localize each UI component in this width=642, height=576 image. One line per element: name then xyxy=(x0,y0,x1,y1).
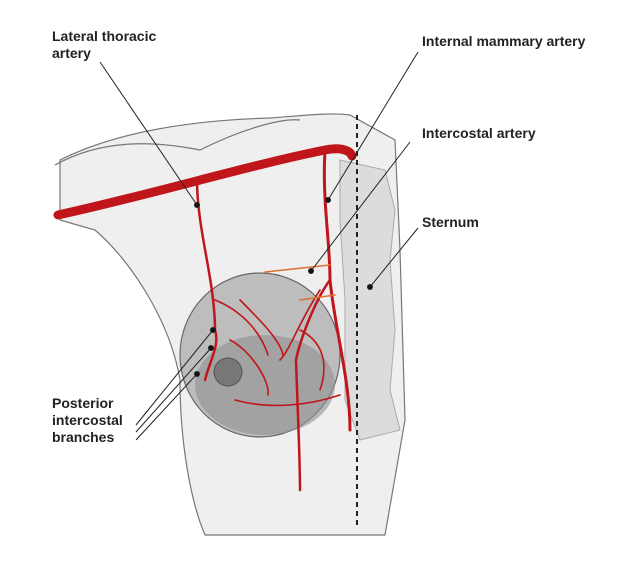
leader-lines xyxy=(99,51,419,441)
breast-lower-shade xyxy=(195,335,335,435)
sternum-shape xyxy=(339,159,401,441)
label-line: Lateral thoracic xyxy=(52,28,157,44)
label-line: branches xyxy=(52,429,115,445)
label-sternum: Sternum xyxy=(422,214,479,230)
arteries xyxy=(53,144,357,492)
label-lateral-thoracic-artery: Lateral thoracic artery xyxy=(52,28,156,62)
shoulder-outline xyxy=(54,119,301,166)
label-line: Posterior xyxy=(52,395,114,411)
label-intercostal-artery: Intercostal artery xyxy=(422,125,536,141)
label-posterior-intercostal-branches: Posterior intercostal branches xyxy=(52,395,123,446)
label-line: intercostal xyxy=(52,412,123,428)
label-internal-mammary-artery: Internal mammary artery xyxy=(422,33,586,49)
nipple xyxy=(213,357,243,387)
label-line: artery xyxy=(52,45,91,61)
